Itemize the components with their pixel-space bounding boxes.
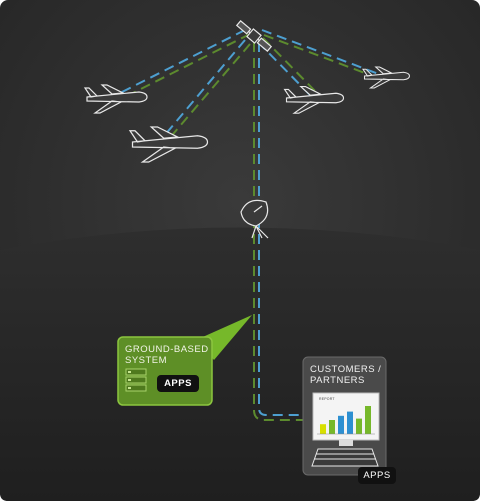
keyboard-icon [311, 448, 379, 467]
airplane-icon-3 [283, 86, 345, 114]
report-bar [338, 415, 344, 434]
customers-apps-badge: APPS [358, 467, 396, 484]
satellite-dish-icon [240, 199, 269, 239]
report-bar [356, 418, 362, 434]
airplane-icon-1 [83, 84, 148, 114]
monitor-stand [339, 440, 353, 446]
report-label: REPORT [319, 397, 335, 401]
report-bar [365, 406, 371, 434]
satellite-icon [235, 20, 273, 52]
report-chart [320, 406, 371, 434]
customers-title-line2: PARTNERS [310, 375, 365, 386]
ground-system-title-line2: SYSTEM [125, 355, 168, 366]
customers-title: CUSTOMERS / PARTNERS [310, 364, 390, 386]
customers-title-line1: CUSTOMERS / [310, 364, 382, 375]
ground-surface [0, 227, 480, 501]
ground-link [253, 42, 310, 421]
ground-system-apps-badge: APPS [157, 375, 199, 392]
report-bar [320, 424, 326, 434]
airplane-icon-4 [362, 66, 411, 89]
ground-system-title: GROUND-BASED SYSTEM [125, 344, 215, 366]
report-bar [329, 420, 335, 434]
airplane-icon-2 [128, 126, 209, 163]
report-bar [347, 411, 353, 434]
ground-system-title-line1: GROUND-BASED [125, 344, 209, 355]
server-stack-icon [125, 368, 147, 392]
